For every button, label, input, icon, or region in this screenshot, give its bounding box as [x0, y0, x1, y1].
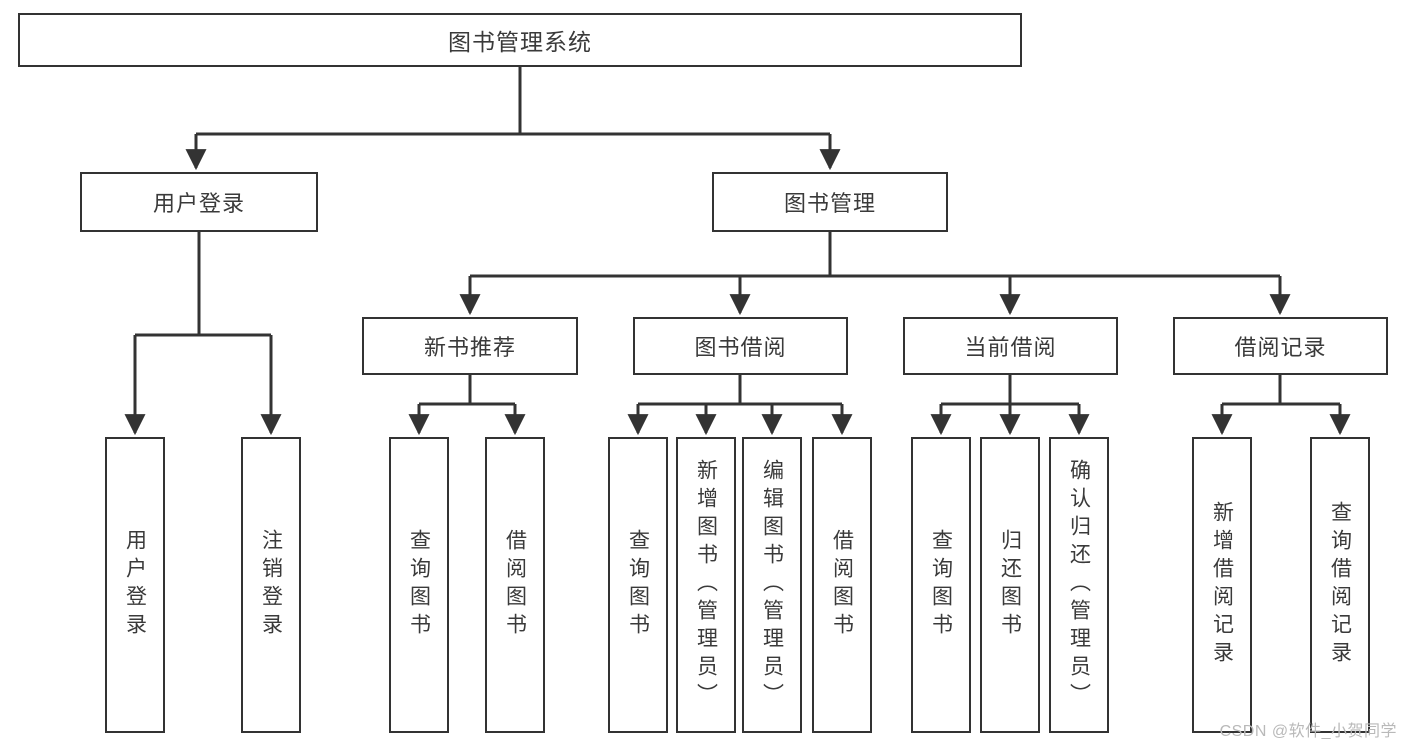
node-book-manage[interactable]: 图书管理 [712, 172, 948, 232]
node-root-system[interactable]: 图书管理系统 [18, 13, 1022, 67]
leaf-user-login[interactable]: 用户登录 [105, 437, 165, 733]
leaf-borrow-add-book[interactable]: 新增图书（管理员） [676, 437, 736, 733]
leaf-logout[interactable]: 注销登录 [241, 437, 301, 733]
node-current-borrow[interactable]: 当前借阅 [903, 317, 1118, 375]
leaf-label: 借阅图书 [503, 529, 527, 641]
leaf-record-query[interactable]: 查询借阅记录 [1310, 437, 1370, 733]
leaf-label: 确认归还（管理员） [1067, 459, 1091, 711]
leaf-current-return-book[interactable]: 归还图书 [980, 437, 1040, 733]
csdn-watermark: CSDN @软件_小贺同学 [1219, 723, 1397, 740]
leaf-label: 新增借阅记录 [1210, 501, 1234, 669]
leaf-label: 编辑图书（管理员） [760, 459, 784, 711]
leaf-label: 查询图书 [929, 529, 953, 641]
leaf-record-add[interactable]: 新增借阅记录 [1192, 437, 1252, 733]
node-book-borrow[interactable]: 图书借阅 [633, 317, 848, 375]
leaf-label: 归还图书 [998, 529, 1022, 641]
leaf-label: 注销登录 [259, 529, 283, 641]
leaf-borrow-borrow-book[interactable]: 借阅图书 [812, 437, 872, 733]
leaf-borrow-edit-book[interactable]: 编辑图书（管理员） [742, 437, 802, 733]
leaf-label: 查询图书 [407, 529, 431, 641]
leaf-new-book-query[interactable]: 查询图书 [389, 437, 449, 733]
leaf-current-confirm-return[interactable]: 确认归还（管理员） [1049, 437, 1109, 733]
leaf-label: 新增图书（管理员） [694, 459, 718, 711]
leaf-label: 查询图书 [626, 529, 650, 641]
node-borrow-record[interactable]: 借阅记录 [1173, 317, 1388, 375]
leaf-current-query-book[interactable]: 查询图书 [911, 437, 971, 733]
node-new-book-recommend[interactable]: 新书推荐 [362, 317, 578, 375]
leaf-label: 借阅图书 [830, 529, 854, 641]
leaf-label: 用户登录 [123, 529, 147, 641]
node-user-login[interactable]: 用户登录 [80, 172, 318, 232]
leaf-borrow-query-book[interactable]: 查询图书 [608, 437, 668, 733]
leaf-label: 查询借阅记录 [1328, 501, 1352, 669]
leaf-new-book-borrow[interactable]: 借阅图书 [485, 437, 545, 733]
